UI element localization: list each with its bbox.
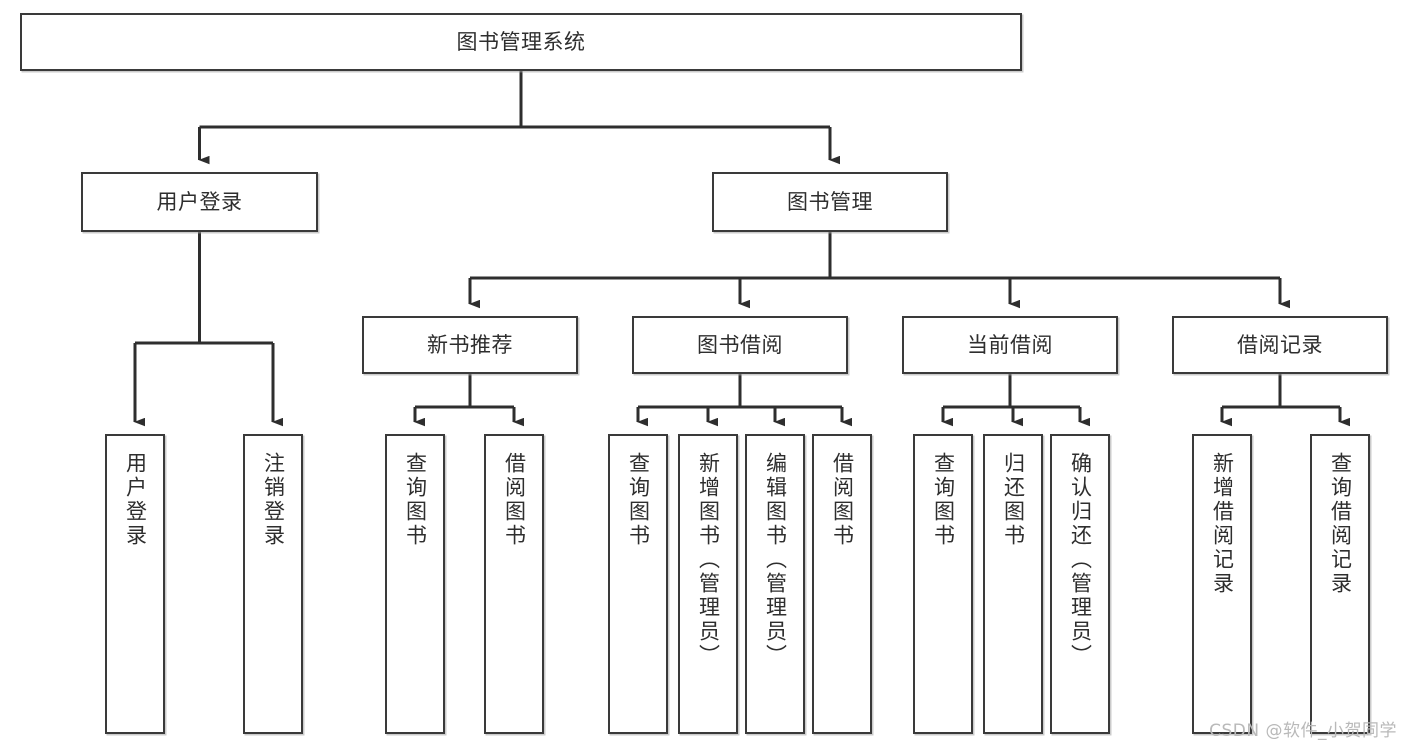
node-leaf-add-record[interactable]: 新增借阅记录 (1192, 434, 1252, 734)
node-label-book-borrow: 图书借阅 (697, 332, 783, 357)
node-leaf-logout[interactable]: 注销登录 (243, 434, 303, 734)
node-user-login[interactable]: 用户登录 (81, 172, 318, 232)
node-label-leaf-query-record: 查询借阅记录 (1328, 452, 1353, 596)
node-label-leaf-borrow-book-1: 借阅图书 (502, 452, 527, 548)
node-leaf-borrow-book-2[interactable]: 借阅图书 (812, 434, 872, 734)
node-leaf-borrow-book-1[interactable]: 借阅图书 (484, 434, 544, 734)
node-current-borrow[interactable]: 当前借阅 (902, 316, 1118, 374)
node-leaf-add-book[interactable]: 新增图书（管理员） (678, 434, 738, 734)
node-leaf-edit-book[interactable]: 编辑图书（管理员） (745, 434, 805, 734)
node-label-user-login: 用户登录 (156, 189, 243, 214)
node-leaf-query-book-1[interactable]: 查询图书 (385, 434, 445, 734)
node-label-leaf-borrow-book-2: 借阅图书 (830, 452, 855, 548)
node-label-leaf-edit-book: 编辑图书（管理员） (763, 452, 788, 668)
node-label-root: 图书管理系统 (456, 29, 586, 54)
node-leaf-return-book[interactable]: 归还图书 (983, 434, 1043, 734)
node-borrow-record[interactable]: 借阅记录 (1172, 316, 1388, 374)
node-label-leaf-query-book-3: 查询图书 (931, 452, 956, 548)
node-label-leaf-user-login: 用户登录 (123, 452, 148, 548)
node-book-borrow[interactable]: 图书借阅 (632, 316, 848, 374)
node-label-book-manage: 图书管理 (787, 189, 873, 214)
node-leaf-query-record[interactable]: 查询借阅记录 (1310, 434, 1370, 734)
node-label-leaf-query-book-2: 查询图书 (626, 452, 651, 548)
node-leaf-confirm-return[interactable]: 确认归还（管理员） (1050, 434, 1110, 734)
node-leaf-query-book-2[interactable]: 查询图书 (608, 434, 668, 734)
node-leaf-user-login[interactable]: 用户登录 (105, 434, 165, 734)
node-label-current-borrow: 当前借阅 (967, 332, 1053, 357)
node-label-leaf-query-book-1: 查询图书 (403, 452, 428, 548)
node-label-leaf-logout: 注销登录 (261, 452, 286, 548)
csdn-watermark: CSDN @软件_小贺同学 (1209, 721, 1397, 741)
node-label-new-book-rec: 新书推荐 (427, 332, 513, 357)
node-label-leaf-add-record: 新增借阅记录 (1210, 452, 1235, 596)
node-label-borrow-record: 借阅记录 (1237, 332, 1323, 357)
node-label-leaf-return-book: 归还图书 (1001, 452, 1026, 548)
node-label-leaf-confirm-return: 确认归还（管理员） (1068, 452, 1093, 668)
node-root[interactable]: 图书管理系统 (20, 13, 1022, 71)
node-book-manage[interactable]: 图书管理 (712, 172, 948, 232)
node-new-book-rec[interactable]: 新书推荐 (362, 316, 578, 374)
node-leaf-query-book-3[interactable]: 查询图书 (913, 434, 973, 734)
node-label-leaf-add-book: 新增图书（管理员） (696, 452, 721, 668)
